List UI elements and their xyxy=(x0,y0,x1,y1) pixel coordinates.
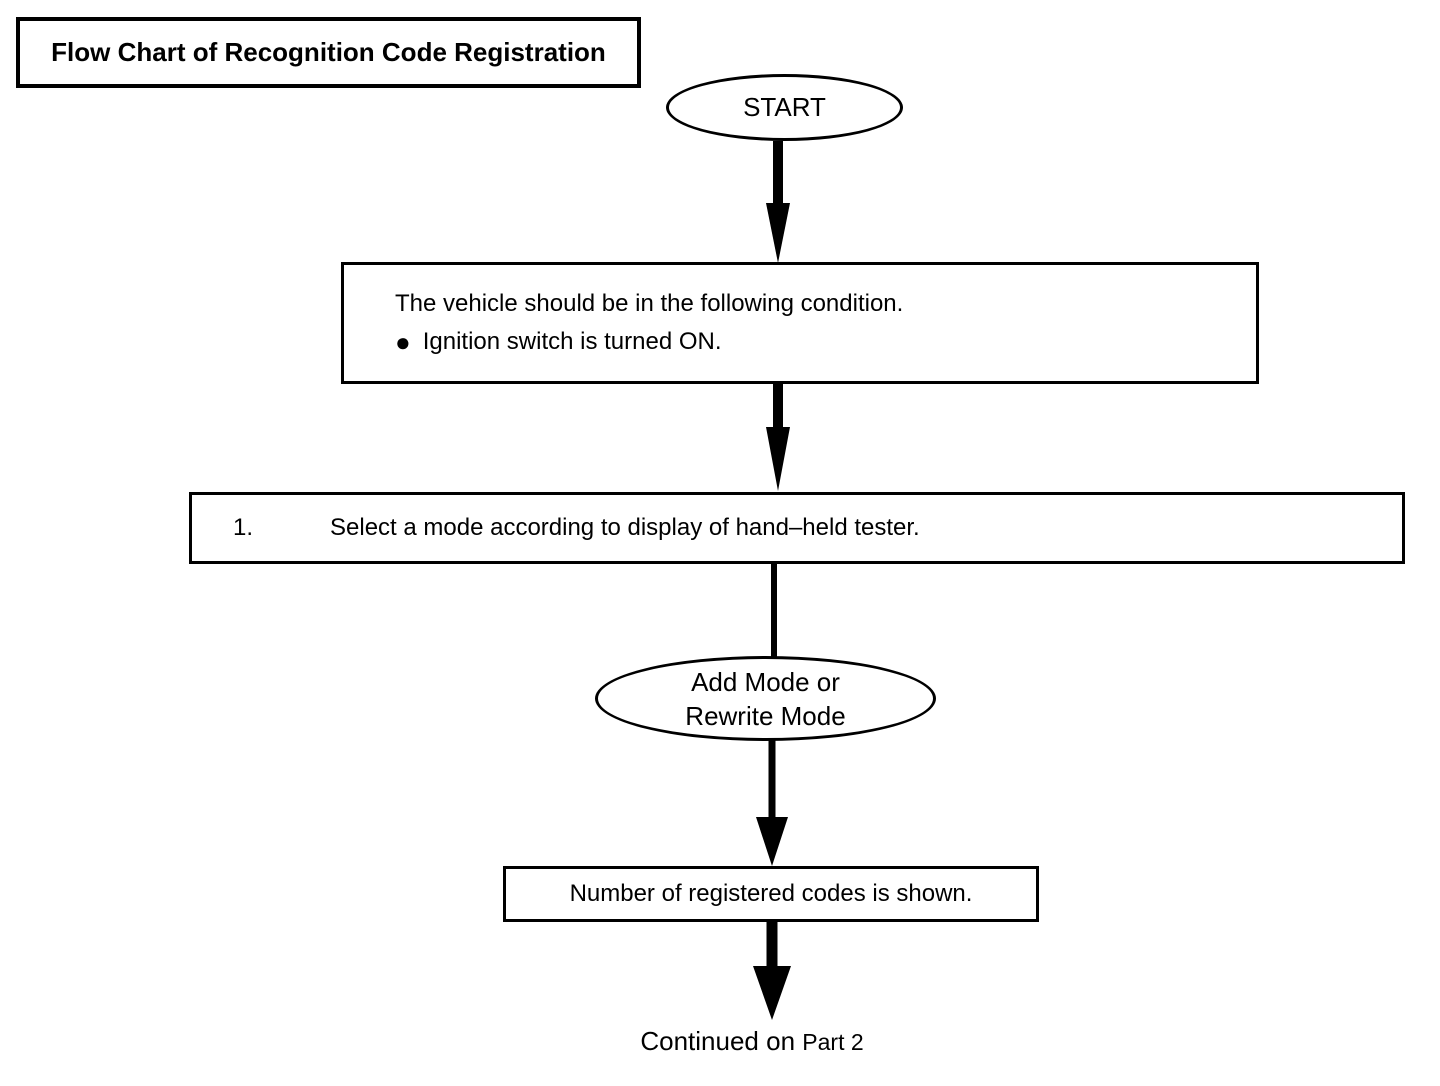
mode-choice-node: Add Mode or Rewrite Mode xyxy=(595,656,936,741)
continuation-target: Part 2 xyxy=(802,1029,864,1055)
condition-node: The vehicle should be in the following c… xyxy=(341,262,1259,384)
chart-title: Flow Chart of Recognition Code Registrat… xyxy=(51,37,606,67)
arrow-mode-to-registered xyxy=(756,738,788,866)
step1-node: 1. Select a mode according to display of… xyxy=(189,492,1405,564)
arrow-start-to-condition xyxy=(766,141,790,263)
condition-line-1: The vehicle should be in the following c… xyxy=(395,290,904,317)
registered-codes-label: Number of registered codes is shown. xyxy=(569,880,973,907)
arrow-registered-to-continued xyxy=(753,920,791,1020)
step1-number: 1. xyxy=(233,514,254,541)
arrow-condition-to-step1 xyxy=(766,384,790,491)
chart-title-box: Flow Chart of Recognition Code Registrat… xyxy=(16,17,641,88)
continuation-note: Continued on Part 2 xyxy=(640,1026,863,1057)
start-label: START xyxy=(743,92,826,122)
condition-line-2-text: Ignition switch is turned ON. xyxy=(422,328,722,355)
condition-line-2: ● Ignition switch is turned ON. xyxy=(395,323,1256,361)
step1-label: Select a mode according to display of ha… xyxy=(330,514,920,541)
mode-choice-line-2: Rewrite Mode xyxy=(685,700,846,731)
continuation-text: Continued on xyxy=(640,1026,796,1056)
mode-choice-line-1: Add Mode or xyxy=(691,666,840,697)
bullet-icon: ● xyxy=(395,327,411,357)
start-node: START xyxy=(666,74,903,141)
registered-codes-node: Number of registered codes is shown. xyxy=(503,866,1039,922)
